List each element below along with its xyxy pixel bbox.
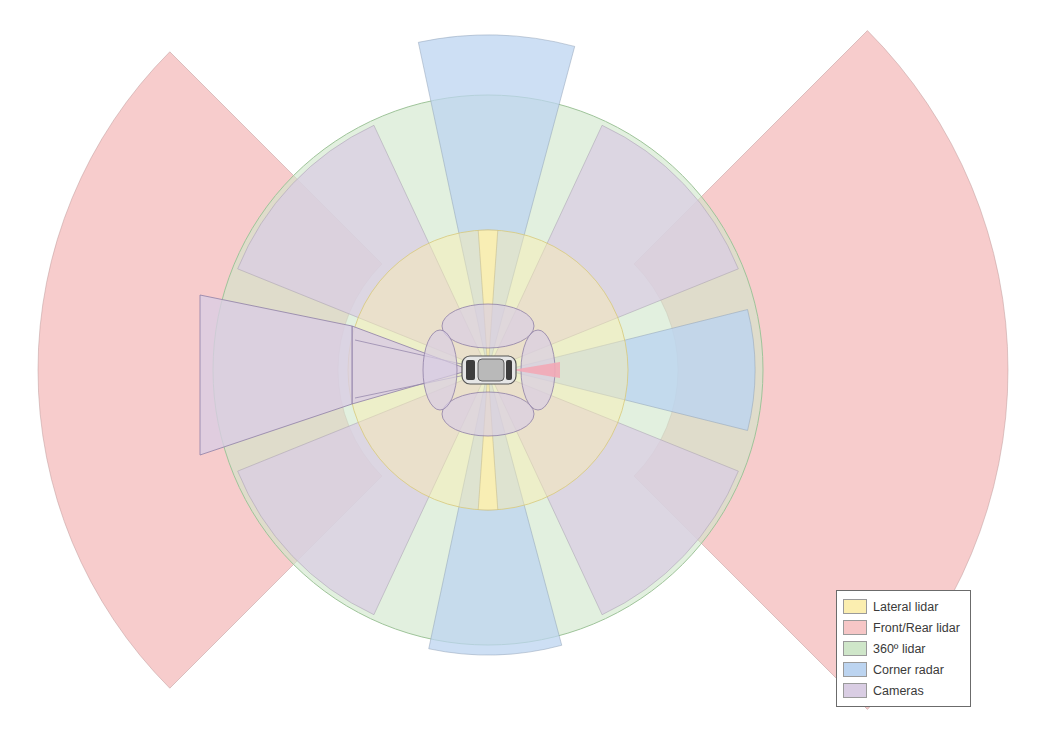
- car-body: [462, 356, 516, 384]
- camera-zone: [442, 392, 534, 436]
- camera-zone: [423, 330, 457, 410]
- legend-label: Lateral lidar: [873, 600, 938, 614]
- legend-entry: Lateral lidar: [843, 596, 960, 617]
- legend-swatch: [843, 599, 867, 614]
- legend-swatch: [843, 620, 867, 635]
- legend-label: Corner radar: [873, 663, 944, 677]
- car: [462, 356, 516, 384]
- legend-entry: 360º lidar: [843, 638, 960, 659]
- lateral-lidar-zone: [478, 370, 498, 510]
- legend-label: Front/Rear lidar: [873, 621, 960, 635]
- legend-entry: Corner radar: [843, 659, 960, 680]
- lateral-lidar-zone: [478, 230, 498, 370]
- camera-zone: [200, 295, 352, 455]
- camera-zone: [442, 304, 534, 348]
- legend-entry: Front/Rear lidar: [843, 617, 960, 638]
- legend-swatch: [843, 683, 867, 698]
- legend-entry: Cameras: [843, 680, 960, 701]
- legend-label: Cameras: [873, 684, 924, 698]
- legend-swatch: [843, 662, 867, 677]
- legend-label: 360º lidar: [873, 642, 926, 656]
- car-window: [466, 360, 475, 380]
- legend-swatch: [843, 641, 867, 656]
- legend-box: Lateral lidarFront/Rear lidar 360º lidarC…: [836, 590, 971, 707]
- car-window: [506, 360, 512, 380]
- car-roof: [478, 359, 504, 381]
- near-lidar-zone: [512, 362, 560, 378]
- lateral-lidar-zone: [348, 230, 628, 510]
